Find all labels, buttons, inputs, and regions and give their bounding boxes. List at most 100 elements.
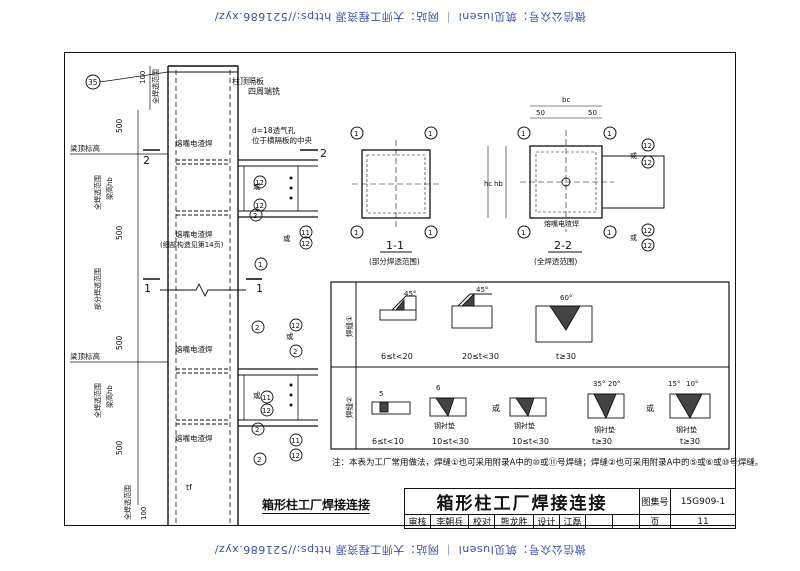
- weld-d2-gap: 6: [436, 384, 441, 392]
- section-1-1-callouts: 1 1 1 1: [354, 130, 432, 237]
- column-elevation: [70, 65, 318, 526]
- weld-table-texts: 焊缝① 焊缝② 6≤t<20 20≤t<30 t≥30 6≤t<10 10≤t<…: [344, 286, 700, 446]
- callout-35-label: 35: [88, 78, 98, 87]
- s2-dim-50b: 50: [588, 109, 597, 117]
- partial-pen: 部分焊透范围: [93, 268, 102, 310]
- weld-c2-angle: 45°: [476, 286, 488, 294]
- callout-2e: 2: [257, 456, 261, 464]
- section-mark-2-right: 2: [320, 147, 327, 160]
- atlas-label: 图集号: [639, 488, 671, 515]
- s2-callout-12a: 12: [643, 142, 652, 150]
- s2-dim-hb: hb: [494, 180, 503, 188]
- weld-d5-backing: 钢衬垫: [676, 425, 697, 434]
- weld-d2-range: 10≤t<30: [432, 437, 469, 446]
- weld-c3-range: t≥30: [556, 352, 576, 361]
- section-2-2: [487, 105, 665, 252]
- dim-100-top: 100: [139, 71, 147, 84]
- section-mark-1-right: 1: [256, 282, 263, 295]
- section-mark-1-left: 1: [144, 282, 151, 295]
- weld-d3-range: 10≤t<30: [512, 437, 549, 446]
- s2-callout-12b: 12: [643, 227, 652, 235]
- designer-name: 江磊: [558, 514, 587, 529]
- weld-d3-backing: 钢衬垫: [514, 421, 535, 430]
- detail-ref: (细部构造见第14页): [160, 240, 224, 249]
- callout-11a: 12: [301, 240, 310, 248]
- vent-note-2: 位于横隔板的中央: [252, 135, 312, 145]
- full-pen-top: 全焊透范围: [151, 69, 160, 104]
- weld-c1-angle: 45°: [404, 290, 416, 298]
- callout-11d: 12: [262, 407, 271, 415]
- or-upper: 或: [253, 181, 261, 191]
- weld-or-2: 或: [646, 403, 654, 413]
- callout-2a: 2: [253, 212, 257, 220]
- weld-d5-range: t≥30: [680, 437, 700, 446]
- bolt-holes-upper: [289, 176, 293, 200]
- page-label: 页: [639, 514, 671, 529]
- callout-10a: 11: [301, 229, 310, 237]
- s2-dim-50a: 50: [536, 109, 545, 117]
- review-label: 审核: [403, 514, 432, 529]
- weld-d4-range: t≥30: [592, 437, 612, 446]
- drawing-title: 箱形柱工厂焊接连接: [404, 488, 640, 515]
- s2-callout-11b: 12: [643, 242, 652, 250]
- callout-10b: 11: [291, 437, 300, 445]
- s2-callout-c: 1: [521, 229, 525, 237]
- section-1-1: [350, 126, 440, 239]
- s2-dim-h: hc: [484, 180, 492, 188]
- callout-35: [85, 71, 169, 90]
- beam-top-label-1: 梁顶标高: [70, 143, 100, 153]
- vent-note-1: d=18透气孔: [252, 125, 296, 135]
- callouts-elevation: [249, 175, 313, 466]
- dim-500-c: 500: [115, 335, 124, 350]
- weld-or-1: 或: [492, 403, 500, 413]
- callout-numbers-elevation: 2 11 12 1 2 12 2 12 12 2 2 11 12 11 12: [253, 179, 310, 464]
- checker-name: 熊龙胜: [494, 514, 534, 529]
- s2-dim-b: bc: [562, 96, 570, 104]
- weld-c1-range: 6≤t<20: [381, 352, 413, 361]
- s1-callout-d: 1: [428, 229, 432, 237]
- dim-500-a: 500: [115, 118, 124, 133]
- weld-row-1-drawings: [379, 292, 593, 343]
- s2-callout-11a: 12: [643, 159, 652, 167]
- weld-d1-gap: 5: [379, 390, 383, 398]
- callout-2c: 2: [293, 348, 297, 356]
- s2-callout-a: 1: [521, 130, 525, 138]
- callout-12a: 12: [291, 322, 300, 330]
- s2-callout-b: 1: [607, 130, 611, 138]
- section-2-2-labels: bc 50 50 hc hb 熔嘴电渣焊 1 1 1 1 12 12 12 12…: [484, 96, 652, 250]
- or-lower-2: 或: [286, 331, 294, 341]
- beam-top-label-2: 梁顶标高: [70, 351, 100, 361]
- s2-or-b: 或: [630, 233, 637, 242]
- s2-esw: 熔嘴电渣焊: [544, 219, 579, 228]
- full-pen-2: 全焊透范围: [93, 383, 102, 418]
- callout-12b: 12: [255, 179, 264, 187]
- callout-2b: 2: [255, 324, 259, 332]
- footnote: 注：本表为工厂常用做法，焊缝①也可采用附录A中的⑩或⑪号焊缝；焊缝②也可采用附录…: [332, 458, 764, 468]
- weld-row-2-label: 焊缝②: [344, 396, 354, 418]
- full-pen-1: 全焊透范围: [93, 175, 102, 210]
- atlas-number: 15G909-1: [670, 488, 736, 515]
- beam-depth-2: 梁高hb: [105, 385, 114, 408]
- elevation-labels: 柱顶隔板 四周端铣 d=18透气孔 位于横隔板的中央 熔嘴电渣焊 熔嘴电渣焊 (…: [70, 69, 327, 520]
- weld-table: [330, 281, 730, 450]
- weld-d4-angle: 35°: [593, 380, 605, 388]
- dim-500-d: 500: [115, 440, 124, 455]
- beam-depth-1: 梁高hb: [105, 177, 114, 200]
- esw-label-4: 熔嘴电渣焊: [175, 433, 213, 443]
- left-caption: 箱形柱工厂焊接连接: [262, 498, 371, 514]
- weld-row-2-drawings: [371, 393, 711, 420]
- weld-d5-angle: 15°: [668, 380, 680, 388]
- reviewer-name: 李朝兵: [430, 514, 470, 529]
- title-block: 箱形柱工厂焊接连接 图集号 15G909-1 审核 李朝兵 校对 熊龙胜 设计 …: [403, 488, 736, 529]
- or-lower: 或: [253, 390, 261, 400]
- tf-label: tf: [186, 483, 192, 492]
- watermark-bottom: 微信公众号：筑见lusenl ｜ 网站：大师工程资源 https://52168…: [214, 543, 586, 556]
- drawing-sheet: [64, 52, 736, 526]
- s1-callout-a: 1: [354, 130, 358, 138]
- design-label: 设计: [532, 514, 560, 529]
- s1-callout-c: 1: [354, 229, 358, 237]
- esw-label-1: 熔嘴电渣焊: [175, 138, 213, 148]
- section-2-2-sub: (全焊透范围): [534, 256, 577, 266]
- weld-row-1-label: 焊缝①: [344, 315, 354, 337]
- weld-d2-backing: 钢衬垫: [434, 421, 455, 430]
